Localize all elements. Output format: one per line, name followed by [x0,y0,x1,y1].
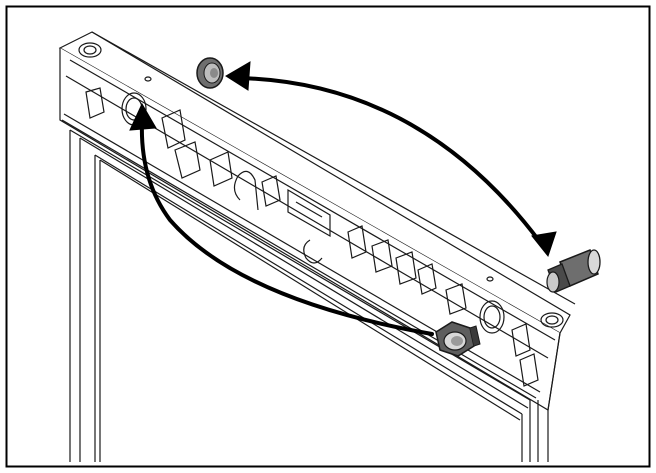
hinge-bushing-icon [196,57,224,89]
hinge-pin-icon [546,249,601,293]
hex-bushing-icon [435,321,481,357]
door-frame-icon [58,31,576,462]
swap-arrow-icon [129,61,557,336]
